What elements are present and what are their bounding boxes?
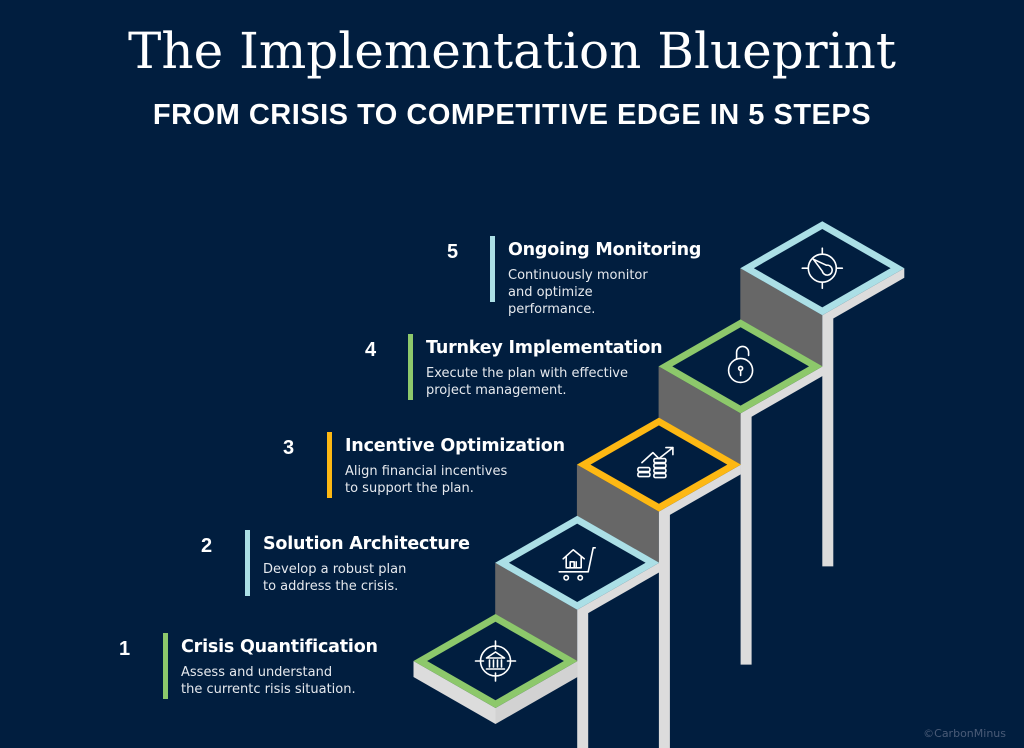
riser-face — [740, 268, 823, 367]
step-number: 3 — [283, 437, 295, 459]
gauge-target-icon — [801, 247, 844, 290]
tread-inner — [508, 523, 646, 602]
tread-inner — [427, 621, 564, 701]
stair-step-4 — [658, 319, 823, 665]
step-title: Turnkey Implementation — [426, 338, 663, 358]
step-accent-bar — [490, 236, 495, 302]
step-description: Assess and understand the currentc risis… — [181, 665, 356, 697]
side-face — [822, 268, 905, 567]
stair-step-3 — [576, 417, 741, 748]
step-description: Execute the plan with effective project … — [426, 366, 629, 398]
unlocked-padlock-icon — [727, 345, 754, 384]
step-number: 1 — [119, 638, 131, 660]
page-title: The Implementation Blueprint — [128, 22, 896, 80]
step-accent-bar — [408, 334, 413, 400]
riser-face — [576, 464, 659, 563]
step-accent-bar — [163, 633, 168, 699]
copyright-notice: ©CarbonMinus — [923, 727, 1006, 740]
riser-face — [658, 366, 741, 465]
step-accent-bar — [327, 432, 332, 498]
riser-face — [495, 562, 578, 661]
stair-step-1 — [413, 614, 578, 724]
slab-side-face — [495, 661, 578, 724]
coins-growth-icon — [637, 446, 674, 479]
step-title: Solution Architecture — [263, 534, 470, 554]
step-description: Develop a robust plan to address the cri… — [263, 562, 407, 594]
house-cart-icon — [558, 546, 597, 581]
side-face — [740, 366, 823, 665]
bank-target-icon — [474, 640, 517, 682]
step-title: Incentive Optimization — [345, 436, 565, 456]
slab-front-face — [413, 661, 496, 724]
page-subtitle: FROM CRISIS TO COMPETITIVE EDGE IN 5 STE… — [152, 99, 872, 131]
step-title: Crisis Quantification — [181, 637, 378, 657]
step-number: 5 — [447, 241, 459, 263]
step-accent-bar — [245, 530, 250, 596]
step-number: 2 — [201, 535, 213, 557]
side-face — [577, 562, 660, 748]
tread-inner — [590, 425, 728, 504]
stair-step-2 — [495, 515, 660, 748]
side-face — [658, 464, 741, 748]
step-description: Continuously monitor and optimize perfor… — [508, 268, 648, 317]
step-number: 4 — [365, 339, 377, 361]
step-description: Align financial incentives to support th… — [345, 464, 508, 496]
step-title: Ongoing Monitoring — [508, 240, 702, 260]
tread-inner — [753, 229, 891, 308]
stair-step-5 — [740, 221, 905, 567]
